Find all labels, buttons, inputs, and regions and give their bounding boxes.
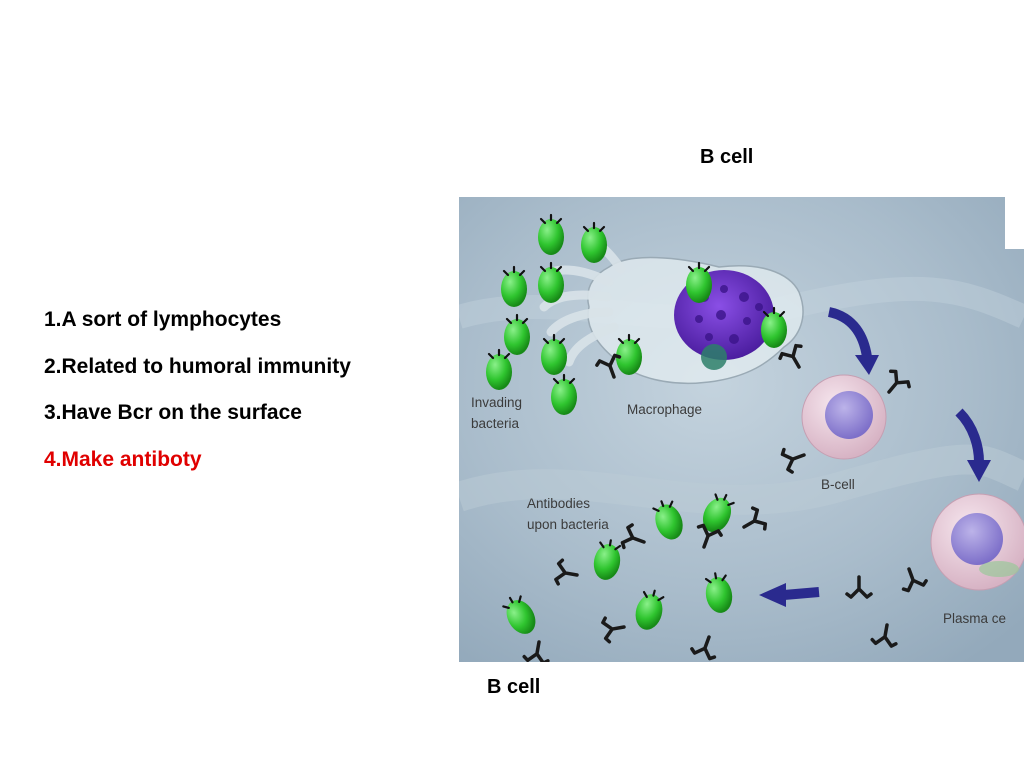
bullet-list: 1.A sort of lymphocytes 2.Related to hum… — [44, 308, 351, 494]
label-bcell: B-cell — [821, 477, 855, 492]
label-antibodies: Antibodies — [527, 496, 590, 511]
bottom-caption: B cell — [487, 676, 541, 698]
label-bacteria: bacteria — [471, 416, 520, 431]
arrow-plasma-to-antibodies — [783, 587, 820, 600]
top-caption: B cell — [700, 146, 754, 168]
arrow-macrophage-to-bcell — [827, 307, 872, 358]
label-invading: Invading — [471, 395, 522, 410]
macrophage — [539, 237, 804, 385]
arrow-bcell-to-plasma — [955, 408, 984, 463]
b-cell — [776, 341, 913, 475]
bullet-item-1: 1.A sort of lymphocytes — [44, 308, 282, 331]
figure-corner-cutout — [1005, 197, 1024, 249]
bullet-item-4: 4.Make antiboty — [44, 447, 202, 471]
label-upon-bacteria: upon bacteria — [527, 517, 609, 532]
bullet-item-3: 3.Have Bcr on the surface — [44, 401, 302, 424]
label-macrophage: Macrophage — [627, 402, 702, 417]
plasma-cell — [930, 493, 1024, 591]
label-plasma-cell: Plasma ce — [943, 611, 1006, 626]
immune-response-illustration: Invading bacteria Macrophage B-cell Anti… — [459, 197, 1024, 662]
bullet-item-2: 2.Related to humoral immunity — [44, 354, 351, 378]
